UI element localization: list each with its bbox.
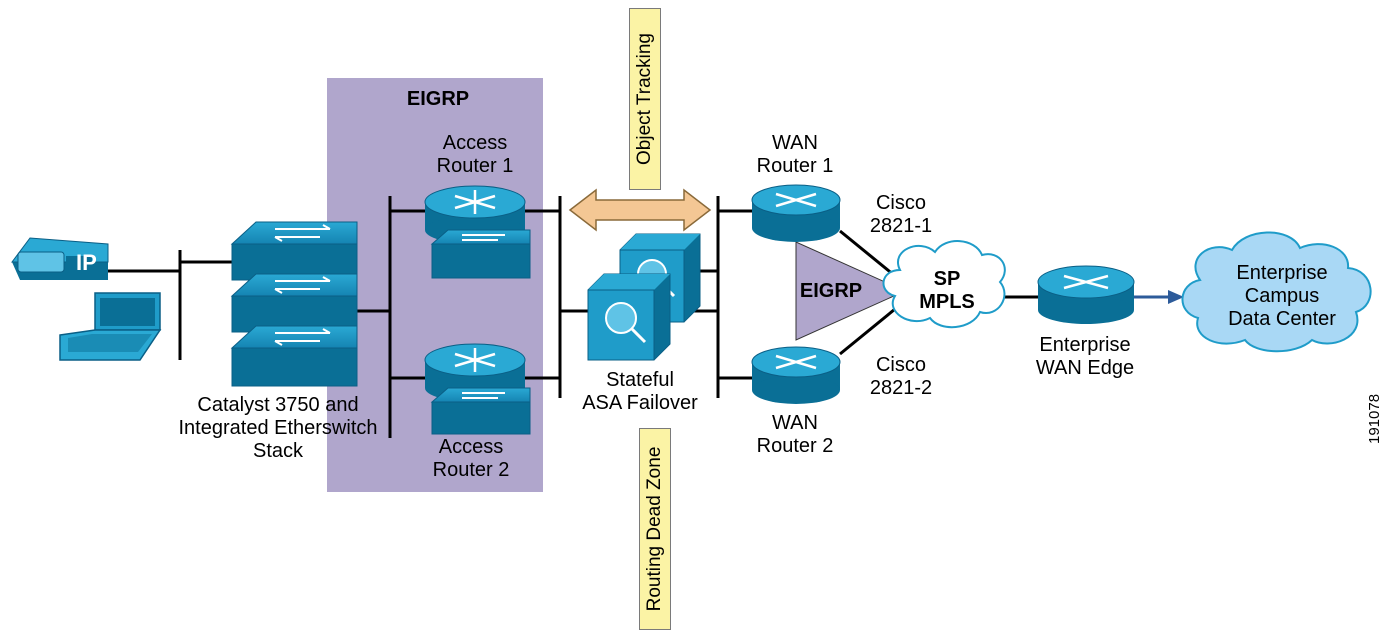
- sp-mpls-line-1: SP: [933, 268, 961, 290]
- cloud-icon-sp-mpls: [882, 240, 1006, 329]
- switch-icon: [230, 221, 358, 281]
- ip-phone-label: IP: [76, 250, 97, 275]
- access-router-1-line-2: Router 1: [436, 155, 514, 177]
- catalyst-line-2: Integrated Etherswitch: [178, 417, 378, 439]
- access-router-2-line-1: Access: [438, 436, 504, 458]
- cisco-2821-1-label: Cisco 2821-1: [856, 192, 946, 238]
- catalyst-stack-label: Catalyst 3750 and Integrated Etherswitch…: [158, 394, 398, 463]
- access-router-2-icon: [424, 343, 531, 435]
- edge-arrow: [1168, 290, 1184, 304]
- catalyst-line-3: Stack: [252, 440, 304, 462]
- access-router-1-label: Access Router 1: [400, 132, 550, 178]
- asa-line-1: Stateful: [606, 369, 674, 391]
- switch-icon: [230, 273, 358, 333]
- access-router-1-line-1: Access: [442, 132, 508, 154]
- sp-mpls-line-2: MPLS: [919, 291, 975, 313]
- enterprise-wan-edge-icon: [1037, 265, 1135, 324]
- switch-icon: [230, 325, 358, 387]
- ip-phone-icon: IP: [11, 237, 109, 280]
- firewall-icon: [587, 273, 671, 361]
- enterprise-wan-edge-label: Enterprise WAN Edge: [1020, 334, 1150, 380]
- eigrp-access-label: EIGRP: [406, 88, 470, 110]
- enterprise-campus-label: Enterprise Campus Data Center: [1212, 262, 1352, 331]
- cisco-2-line-2: 2821-2: [869, 377, 933, 399]
- campus-line-1: Enterprise: [1236, 262, 1328, 284]
- laptop-icon: [59, 292, 162, 361]
- access-router-2-label: Access Router 2: [396, 436, 546, 482]
- cisco-1-line-1: Cisco: [875, 192, 926, 214]
- sp-mpls-label: SP MPLS: [902, 268, 992, 314]
- wan-router-1-line-1: WAN: [772, 132, 818, 154]
- wan-router-1-label: WAN Router 1: [740, 132, 850, 178]
- wan-router-2-label: WAN Router 2: [740, 412, 850, 458]
- cisco-2821-2-label: Cisco 2821-2: [856, 354, 946, 400]
- object-tracking-tag: Object Tracking: [629, 8, 661, 190]
- cloud-icon-enterprise-campus: [1181, 231, 1372, 353]
- cisco-1-line-2: 2821-1: [869, 215, 933, 237]
- access-router-1-icon: [424, 185, 531, 279]
- wan-router-2-line-1: WAN: [772, 412, 818, 434]
- eigrp-wan-label: EIGRP: [799, 280, 863, 302]
- wan-router-2-icon: [751, 346, 841, 404]
- campus-line-3: Data Center: [1228, 308, 1336, 330]
- eigrp-region-wan: [795, 241, 907, 341]
- wan-router-1-line-2: Router 1: [756, 155, 834, 177]
- wan-edge-line-1: Enterprise: [1039, 334, 1131, 356]
- object-tracking-arrow: [568, 188, 712, 232]
- switch-stack: [230, 221, 358, 387]
- wan-edge-line-2: WAN Edge: [1035, 357, 1135, 379]
- asa-label: Stateful ASA Failover: [565, 369, 715, 415]
- campus-line-2: Campus: [1244, 285, 1320, 307]
- wan-router-2-line-2: Router 2: [756, 435, 834, 457]
- figure-id: 191078: [1366, 393, 1383, 444]
- access-router-2-line-2: Router 2: [432, 459, 510, 481]
- routing-dead-zone-tag: Routing Dead Zone: [639, 428, 671, 630]
- cisco-2-line-1: Cisco: [875, 354, 926, 376]
- asa-line-2: ASA Failover: [582, 392, 698, 414]
- catalyst-line-1: Catalyst 3750 and: [197, 394, 359, 416]
- wan-router-1-icon: [751, 184, 841, 242]
